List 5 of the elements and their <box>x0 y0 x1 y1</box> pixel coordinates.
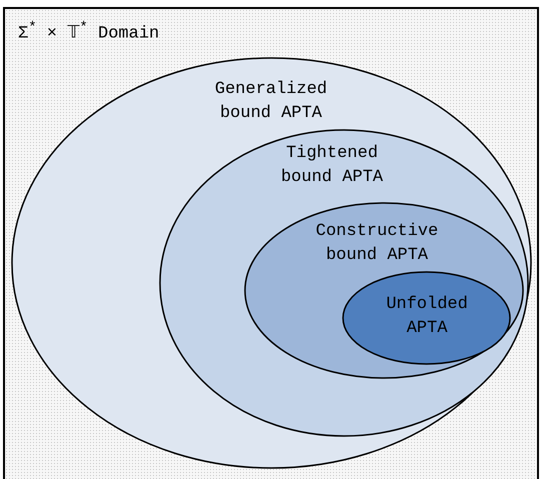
set-label: Generalized bound APTA <box>214 79 328 125</box>
set-label: Tightened bound APTA <box>280 143 384 189</box>
set-label: Unfolded APTA <box>385 294 469 340</box>
set-label: Constructive bound APTA <box>314 221 440 267</box>
domain-title: Σ$^{*}$ × 𝕋$^{*}$ Domain <box>18 19 160 46</box>
